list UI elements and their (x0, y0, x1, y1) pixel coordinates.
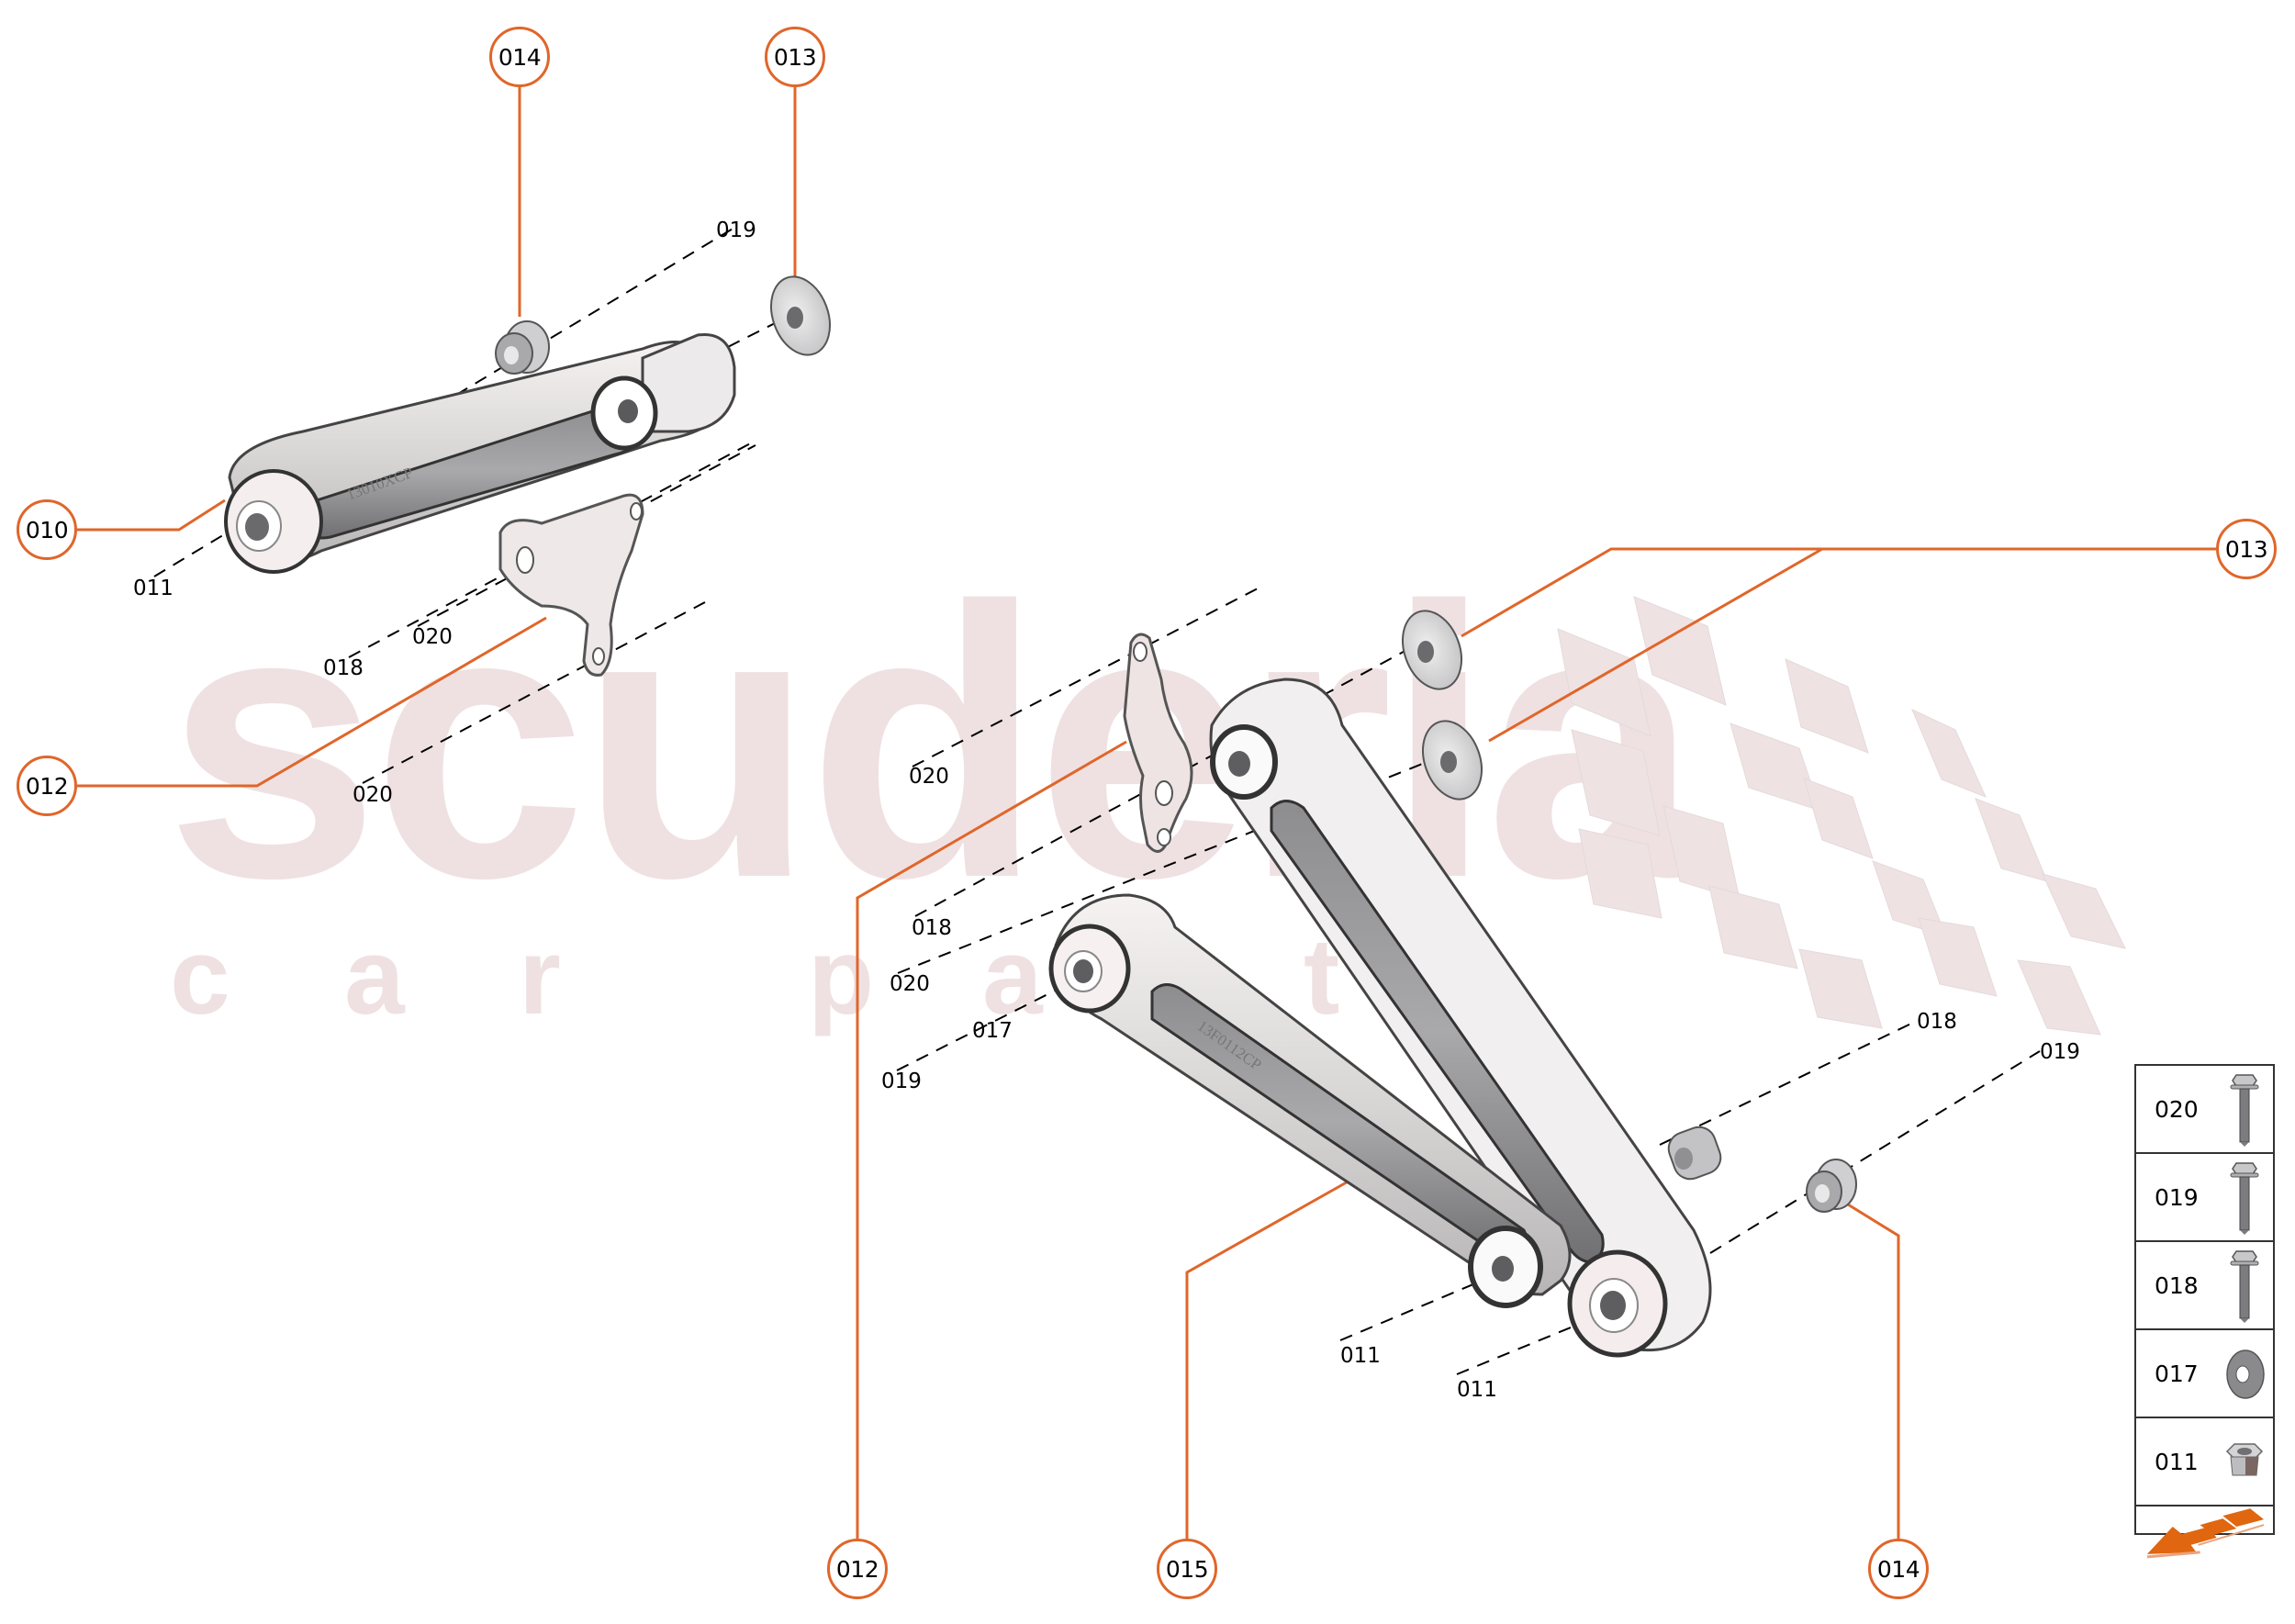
bushing-014-right (1806, 1159, 1857, 1213)
bolt-icon (2230, 1162, 2259, 1235)
part-label-020: 020 (890, 972, 930, 996)
callout-015[interactable]: 015 (1157, 1539, 1217, 1599)
part-label-019: 019 (2040, 1040, 2080, 1064)
watermark-letter: c (170, 916, 230, 1037)
part-label-017: 017 (972, 1019, 1013, 1043)
watermark-letter: a (344, 916, 405, 1037)
callout-013-top[interactable]: 013 (765, 27, 825, 87)
bushing-014-upper (495, 320, 550, 375)
callout-014-bottom[interactable]: 014 (1868, 1539, 1929, 1599)
bolt-icon (2230, 1074, 2259, 1147)
part-label-018: 018 (323, 656, 364, 680)
watermark-letter: p (808, 916, 875, 1037)
watermark-letter: r (519, 916, 561, 1037)
part-label-019: 019 (716, 218, 756, 242)
washer-013-right-top (1402, 610, 1462, 690)
part-label-018: 018 (1917, 1010, 1957, 1034)
part-label-011: 011 (1457, 1378, 1497, 1402)
hardware-legend: 020 019 018 (2134, 1064, 2275, 1559)
callout-012-left[interactable]: 012 (17, 756, 77, 816)
legend-row-019[interactable]: 019 (2136, 1154, 2273, 1242)
legend-row-017[interactable]: 017 (2136, 1330, 2273, 1418)
bracket-012-upper (498, 493, 644, 677)
next-page-button[interactable] (2136, 1506, 2273, 1562)
part-label-019: 019 (881, 1070, 922, 1093)
washer-013-upper (770, 275, 831, 356)
legend-code: 020 (2155, 1096, 2199, 1123)
part-label-011: 011 (133, 577, 174, 600)
legend-row-018[interactable]: 018 (2136, 1242, 2273, 1330)
flange-nut-icon (2225, 1443, 2264, 1476)
lower-control-arm-015 (1048, 678, 1712, 1358)
legend-code: 018 (2155, 1272, 2199, 1299)
callout-014-top[interactable]: 014 (489, 27, 550, 87)
legend-code: 011 (2155, 1449, 2199, 1475)
washer-013-right-bottom (1422, 720, 1483, 801)
upper-control-arm-010 (224, 332, 736, 574)
part-label-020: 020 (353, 783, 393, 807)
legend-row-020[interactable]: 020 (2136, 1066, 2273, 1154)
part-label-020: 020 (412, 625, 453, 649)
callout-012-bottom[interactable]: 012 (827, 1539, 888, 1599)
callout-leader-lines (77, 87, 2216, 1539)
bracket-012-right (1123, 633, 1193, 853)
washer-icon (2226, 1350, 2265, 1399)
next-page-arrow-icon (2146, 1508, 2265, 1559)
legend-code: 017 (2155, 1361, 2199, 1387)
legend-row-011[interactable]: 011 (2136, 1418, 2273, 1506)
spacer-right (1667, 1126, 1722, 1181)
callout-013-right[interactable]: 013 (2216, 519, 2277, 579)
watermark-letter: a (982, 916, 1043, 1037)
bolt-icon (2230, 1250, 2259, 1323)
part-label-011: 011 (1340, 1344, 1381, 1368)
checkered-flag-watermark (1557, 596, 2126, 1036)
callout-010[interactable]: 010 (17, 499, 77, 560)
legend-code: 019 (2155, 1184, 2199, 1211)
part-label-018: 018 (912, 916, 952, 940)
part-label-020: 020 (909, 765, 949, 789)
